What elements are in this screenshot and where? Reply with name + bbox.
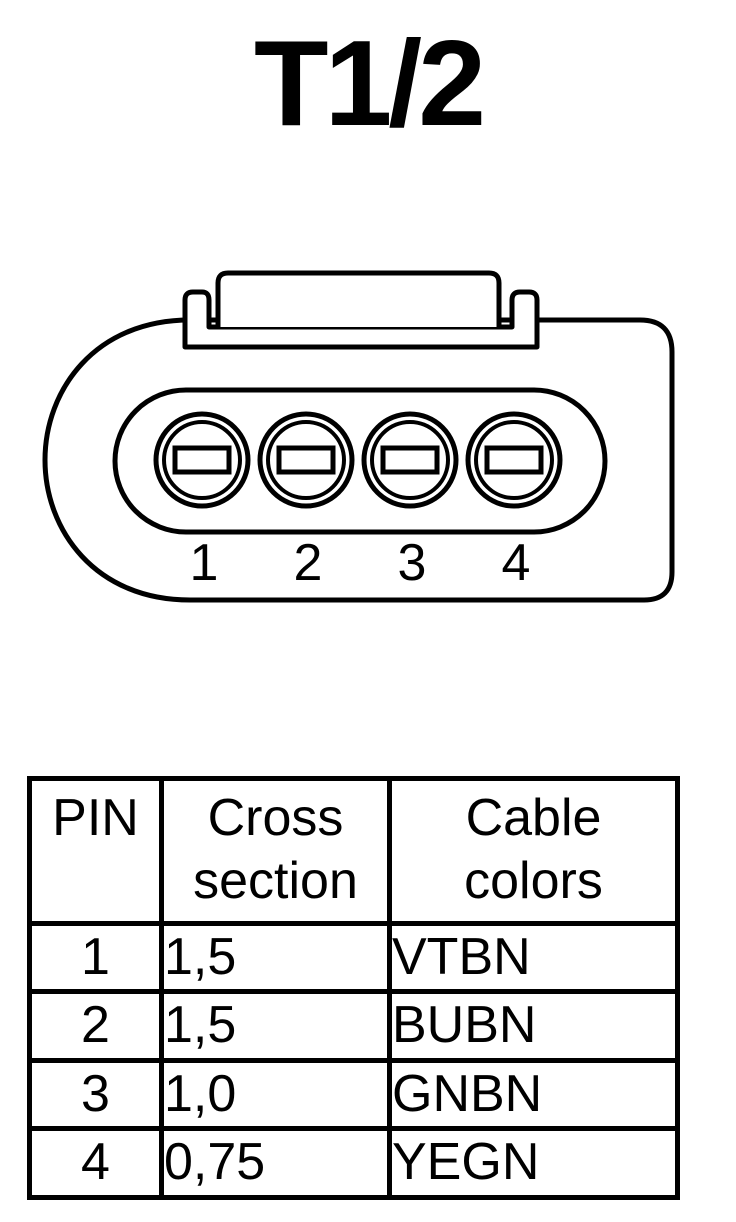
header-pin: PIN bbox=[27, 776, 164, 926]
cell-pin: 3 bbox=[27, 1057, 164, 1132]
connector-diagram: 1 2 3 4 bbox=[42, 270, 675, 603]
cell-cross-section: 1,5 bbox=[159, 920, 392, 995]
cell-pin: 4 bbox=[27, 1126, 164, 1200]
cell-cable-color: YEGN bbox=[387, 1126, 680, 1200]
cell-pin: 1 bbox=[27, 920, 164, 995]
pin-contact bbox=[380, 445, 440, 475]
cell-cross-section: 1,0 bbox=[159, 1057, 392, 1132]
header-cable-colors: Cable colors bbox=[387, 776, 680, 926]
pin-number-label: 1 bbox=[190, 534, 219, 592]
table-row: 2 1,5 BUBN bbox=[27, 989, 680, 1063]
cell-cross-section: 0,75 bbox=[159, 1126, 392, 1200]
pinout-table: PIN Cross section Cable colors 1 1,5 VTB… bbox=[27, 776, 680, 1200]
pin-number-label: 3 bbox=[398, 534, 427, 592]
cell-cross-section: 1,5 bbox=[159, 989, 392, 1063]
connector-latch-bracket bbox=[182, 289, 540, 350]
pin-number-label: 2 bbox=[294, 534, 323, 592]
cell-pin: 2 bbox=[27, 989, 164, 1063]
cell-cable-color: GNBN bbox=[387, 1057, 680, 1132]
table-row: 4 0,75 YEGN bbox=[27, 1126, 680, 1200]
pin-contact bbox=[172, 445, 232, 475]
cell-cable-color: VTBN bbox=[387, 920, 680, 995]
connector-latch-top bbox=[215, 270, 502, 327]
table-row: 3 1,0 GNBN bbox=[27, 1057, 680, 1132]
table-row: 1 1,5 VTBN bbox=[27, 920, 680, 995]
pin-contact bbox=[484, 445, 544, 475]
cell-cable-color: BUBN bbox=[387, 989, 680, 1063]
table-header-row: PIN Cross section Cable colors bbox=[27, 776, 680, 926]
connector-title: T1/2 bbox=[253, 15, 486, 151]
pin-contact bbox=[276, 445, 336, 475]
pin-number-label: 4 bbox=[502, 534, 531, 592]
header-cross-section: Cross section bbox=[159, 776, 392, 926]
